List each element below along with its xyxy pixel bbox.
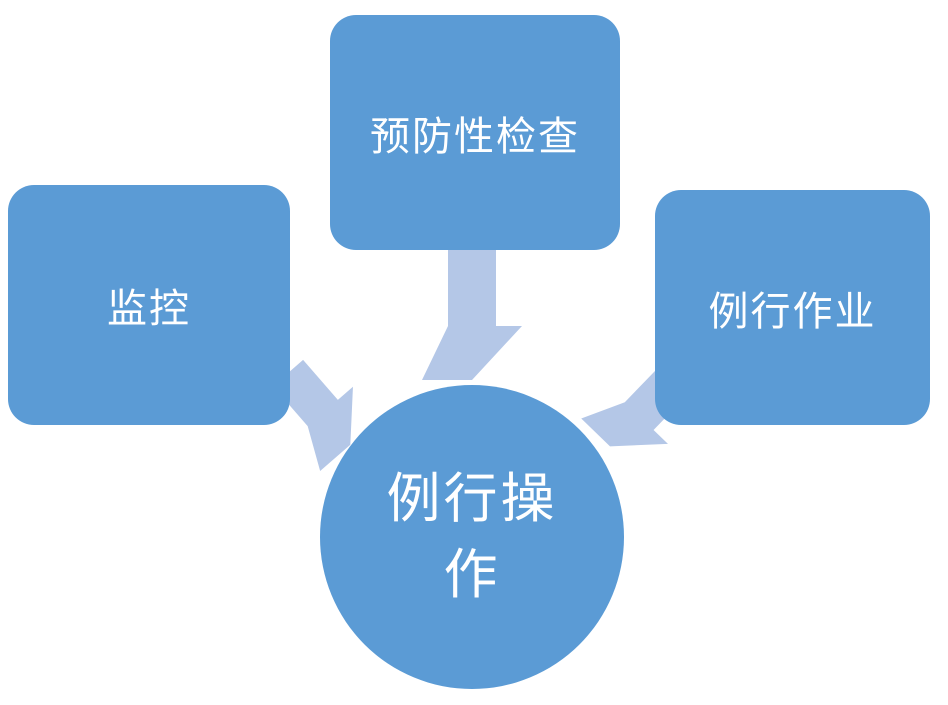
node-routine-operation-label: 例行操作 bbox=[386, 467, 558, 606]
node-routine-operation: 例行操作 bbox=[320, 385, 624, 689]
arrow-down-icon bbox=[422, 248, 522, 380]
node-preventive-inspection-label: 预防性检查 bbox=[370, 113, 580, 160]
arrow-down-right-icon bbox=[272, 359, 353, 471]
node-monitoring-label: 监控 bbox=[107, 286, 191, 332]
node-preventive-inspection: 预防性检查 bbox=[330, 15, 620, 250]
node-routine-work-label: 例行作业 bbox=[708, 288, 877, 335]
node-monitoring: 监控 bbox=[8, 185, 290, 425]
node-routine-work: 例行作业 bbox=[655, 190, 930, 425]
